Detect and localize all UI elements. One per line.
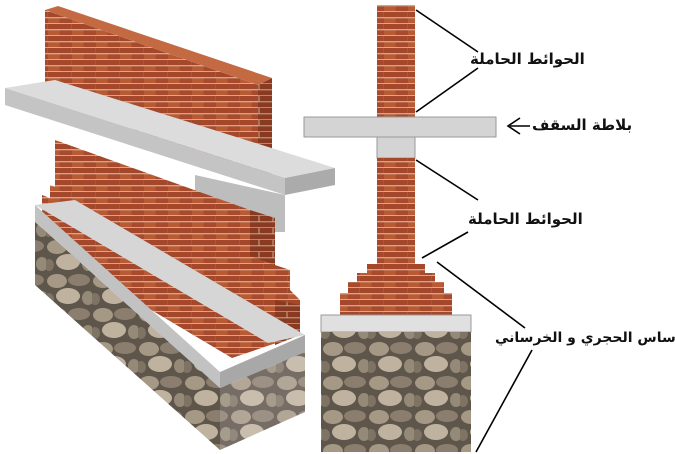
label-bearing-walls-mid: الحوائط الحاملة — [468, 210, 583, 228]
leader-walls-mid-a — [415, 159, 479, 201]
section-footing-step-1 — [367, 264, 425, 274]
section-lower-bearing-wall — [377, 158, 415, 266]
leader-walls-mid-b — [421, 231, 469, 259]
leader-foundation-b — [475, 349, 533, 453]
cross-section-diagram — [303, 5, 497, 452]
label-foundation: الاساس الحجري و الخرساني — [495, 330, 675, 346]
section-footing-step-4 — [340, 293, 452, 315]
leader-lines — [415, 9, 533, 453]
roof-slab-front — [5, 88, 285, 195]
section-roof-slab — [303, 116, 497, 138]
stone-foundation-front — [35, 222, 220, 450]
label-bearing-walls-top: الحوائط الحاملة — [470, 50, 585, 68]
section-footing-step-2 — [357, 273, 435, 283]
stone-foundation-side — [220, 352, 305, 450]
roof-slab-top — [5, 80, 335, 178]
concrete-strip-side — [220, 335, 305, 388]
section-slab-beam — [376, 136, 416, 159]
leader-walls-top-b — [415, 67, 479, 113]
label-roof-slab: بلاطة السقف — [532, 116, 633, 134]
section-upper-bearing-wall — [377, 5, 415, 117]
section-stone-foundation — [321, 332, 471, 452]
section-concrete-layer — [320, 314, 472, 333]
perspective-wall-illustration — [5, 6, 335, 450]
arrow-slab-icon — [506, 117, 521, 135]
upper-brick-wall-top — [45, 6, 272, 85]
concrete-strip-front — [35, 205, 220, 388]
roof-slab-side — [285, 168, 335, 195]
leader-foundation-a — [436, 261, 526, 329]
leader-walls-top-a — [415, 9, 479, 53]
concrete-strip-top — [35, 200, 305, 343]
section-footing-step-3 — [348, 282, 444, 294]
